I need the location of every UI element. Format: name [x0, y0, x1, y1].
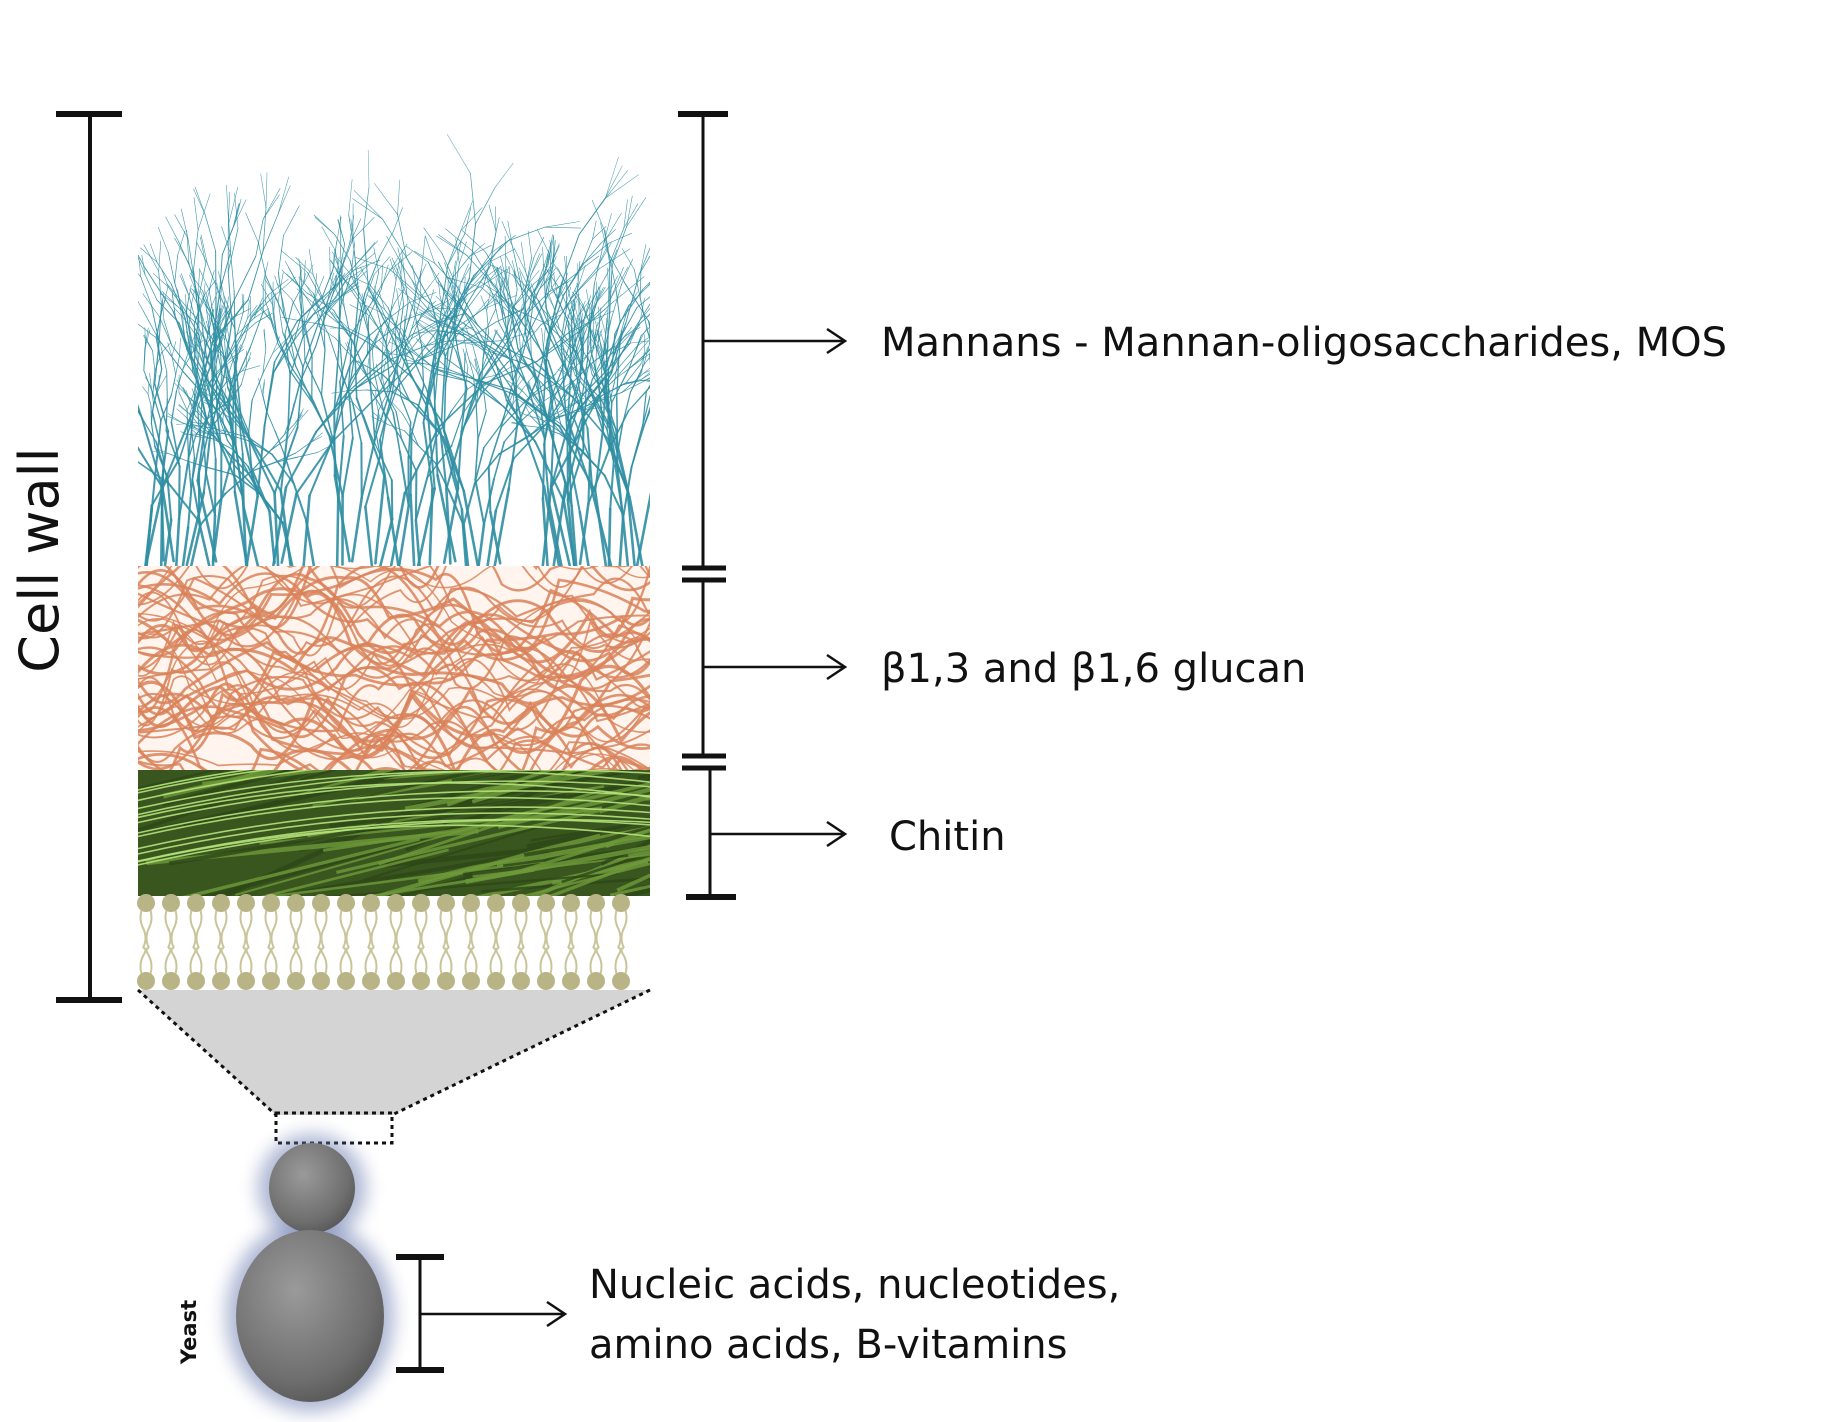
- mannan-fade: [138, 20, 650, 576]
- plasma-membrane-layer: [137, 894, 630, 990]
- glucan-layer: [130, 530, 749, 808]
- zoom-projection: [138, 990, 650, 1143]
- chitin-label: Chitin: [889, 814, 1006, 860]
- cell-wall-label: Cell wall: [8, 447, 71, 672]
- yeast-contents-line1: Nucleic acids, nucleotides,: [589, 1262, 1120, 1308]
- yeast-cell: [226, 1134, 394, 1412]
- glucan-label: β1,3 and β1,6 glucan: [881, 646, 1306, 692]
- yeast-label: Yeast: [177, 1300, 201, 1365]
- mannans-label: Mannans - Mannan-oligosaccharides, MOS: [881, 320, 1727, 366]
- yeast-contents-line2: amino acids, B-vitamins: [589, 1322, 1067, 1368]
